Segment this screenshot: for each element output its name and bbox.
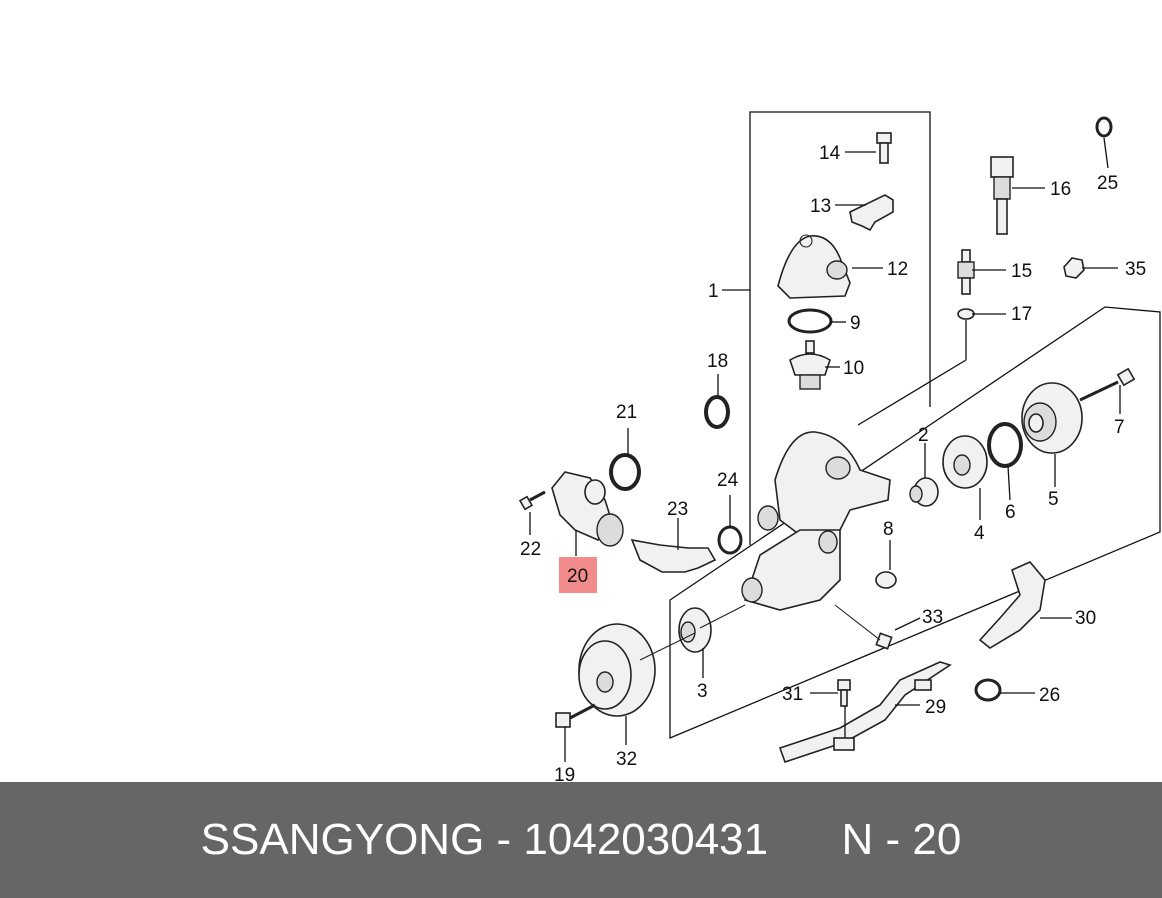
label-7: 7 <box>1114 417 1125 438</box>
bracket-13-icon <box>849 194 894 232</box>
thermostat-10-icon <box>789 340 831 390</box>
thermostat-housing-12-icon <box>777 234 851 299</box>
label-29: 29 <box>925 697 946 718</box>
label-19: 19 <box>554 765 575 782</box>
hose-30-icon <box>978 561 1046 649</box>
label-12: 12 <box>887 259 908 280</box>
footer-caption: SSANGYONG - 1042030431 N - 20 <box>0 782 1162 898</box>
label-30: 30 <box>1075 608 1096 629</box>
gasket-6-icon <box>987 422 1023 468</box>
seal-2-icon <box>909 477 939 507</box>
clamp-26-icon <box>974 678 1002 702</box>
bolt-33-icon <box>834 604 893 650</box>
washer-17-icon <box>957 308 975 320</box>
diagram-reference: N - 20 <box>841 815 962 864</box>
ring-18-icon <box>704 395 730 429</box>
label-21: 21 <box>616 402 637 423</box>
label-25: 25 <box>1097 173 1118 194</box>
bolt-19-icon <box>555 703 596 728</box>
o-ring-9-icon <box>787 308 833 334</box>
label-6: 6 <box>1005 502 1016 523</box>
label-14: 14 <box>819 143 841 164</box>
label-3: 3 <box>697 681 708 702</box>
bolt-31-icon <box>837 679 851 707</box>
label-10: 10 <box>843 358 864 379</box>
caption-separator: - <box>484 815 524 864</box>
label-2: 2 <box>918 425 929 446</box>
pump-housing-icon <box>741 431 891 611</box>
label-22: 22 <box>520 539 541 560</box>
label-33: 33 <box>922 607 943 628</box>
part-number: 1042030431 <box>523 815 769 864</box>
caption-gap <box>768 815 841 864</box>
plug-35-icon <box>1063 257 1085 279</box>
brand-name: SSANGYONG <box>200 815 485 864</box>
hub-3-icon <box>678 604 746 653</box>
o-ring-21-icon <box>609 453 641 491</box>
pump-cover-5-icon <box>1021 382 1083 454</box>
clamp-24-icon <box>717 525 743 555</box>
label-15: 15 <box>1011 261 1032 282</box>
label-24: 24 <box>717 470 739 491</box>
label-17: 17 <box>1011 304 1032 325</box>
hose-23-icon <box>630 538 717 573</box>
label-26: 26 <box>1039 685 1060 706</box>
label-5: 5 <box>1048 489 1059 510</box>
label-20-highlighted: 20 <box>567 566 588 587</box>
label-9: 9 <box>850 313 861 334</box>
washer-25-icon <box>1095 116 1113 138</box>
bolt-22-icon <box>518 490 546 511</box>
label-4: 4 <box>974 523 985 544</box>
label-16: 16 <box>1050 179 1071 200</box>
sensor-15-icon <box>957 249 975 295</box>
label-31: 31 <box>782 684 803 705</box>
water-pump-exploded-diagram: 1 2 3 4 5 6 7 8 9 10 12 13 14 15 16 17 1… <box>518 111 1161 782</box>
label-1: 1 <box>708 281 719 302</box>
pipe-29-icon <box>778 661 952 764</box>
label-18: 18 <box>707 351 728 372</box>
footer-bar: SSANGYONG - 1042030431 N - 20 <box>0 782 1162 898</box>
outlet-pipe-20-icon <box>551 471 624 547</box>
bolt-14-icon <box>876 132 892 164</box>
dowel-8-icon <box>875 571 897 589</box>
pulley-32-icon <box>578 623 696 717</box>
bolt-7-icon <box>1079 367 1136 402</box>
label-8: 8 <box>883 519 894 540</box>
label-13: 13 <box>810 196 831 217</box>
impeller-4-icon <box>942 435 988 489</box>
highlighted-part-callout <box>559 557 597 593</box>
label-23: 23 <box>667 499 688 520</box>
label-32: 32 <box>616 749 637 770</box>
label-35: 35 <box>1125 259 1146 280</box>
sensor-16-icon <box>990 156 1014 235</box>
